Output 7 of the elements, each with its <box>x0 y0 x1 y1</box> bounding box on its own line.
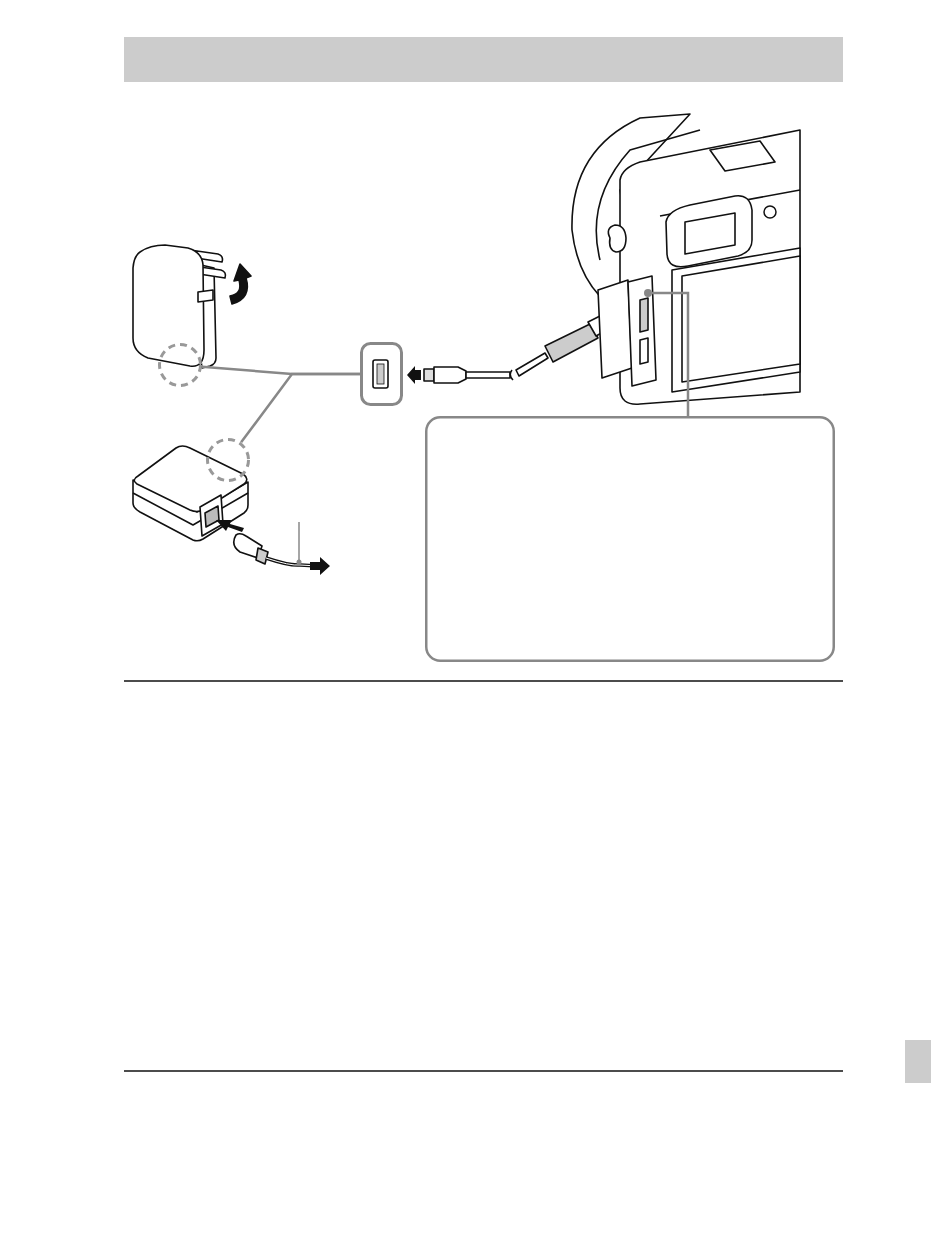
callout-box <box>425 416 835 662</box>
indicator-lamp-dot <box>644 289 652 297</box>
dashed-circle <box>206 438 250 482</box>
dashed-circle <box>158 343 202 387</box>
leader-line <box>240 372 360 444</box>
usb-port-inset <box>360 342 403 406</box>
leader-line <box>652 291 690 416</box>
